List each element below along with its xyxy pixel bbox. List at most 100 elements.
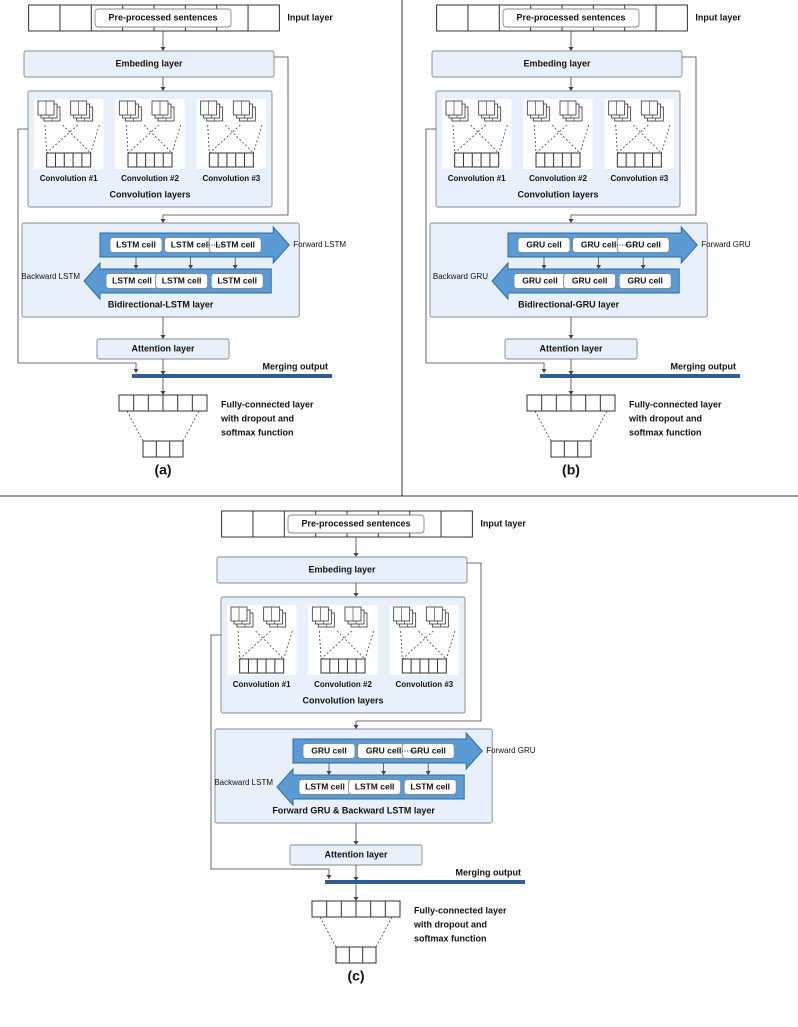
arrowhead: [160, 87, 166, 91]
panel-caption: (b): [562, 462, 580, 478]
fc-fan: [534, 410, 552, 442]
fan-line: [171, 124, 182, 154]
fan-line: [402, 630, 434, 660]
fan-line: [452, 124, 456, 154]
fan-line: [533, 124, 537, 154]
arrowhead: [160, 335, 166, 339]
fan-line: [535, 124, 568, 154]
fc-fan: [590, 410, 608, 442]
convolution-group-3: Convolution #3: [604, 99, 674, 183]
embedding-label: Embeding layer: [308, 564, 376, 574]
filter-stack: [200, 100, 224, 122]
embedding-to-rnn-link: [570, 56, 697, 223]
conv-skip-connection: [17, 128, 137, 373]
merge-label: Merging output: [456, 867, 521, 877]
fan-line: [62, 124, 91, 154]
embedding-label: Embeding layer: [115, 58, 183, 68]
backward-cell: [563, 273, 617, 289]
input-layer-title: Input layer: [480, 518, 526, 528]
fan-line: [143, 124, 173, 154]
fan-line: [498, 124, 508, 154]
feature-map: [208, 152, 254, 168]
forward-cell: [109, 237, 163, 253]
attention-label: Attention layer: [131, 343, 195, 353]
input-label-box: [502, 8, 640, 28]
fc-fan: [319, 916, 337, 948]
convolution-title: Convolution layers: [109, 189, 190, 199]
fc-label-line-2: with dropout and: [628, 413, 702, 423]
arrowhead: [160, 371, 166, 375]
convolution-label-1: Convolution #1: [40, 174, 98, 183]
convolution-group-3: Convolution #3: [196, 99, 266, 183]
input-label: Pre-processed sentences: [108, 12, 217, 22]
attention-label: Attention layer: [324, 849, 388, 859]
input-label-box: [94, 8, 232, 28]
convolution-group-1: Convolution #1: [442, 99, 512, 183]
arrowhead: [353, 897, 359, 901]
filter-stack: [425, 606, 449, 628]
feature-map: [239, 658, 285, 674]
backward-cell-label-2: LSTM cell: [355, 781, 395, 791]
forward-cell-label-3: GRU cell: [625, 239, 660, 249]
backward-cell-label-1: LSTM cell: [305, 781, 345, 791]
convolution-label-2: Convolution #2: [529, 174, 587, 183]
arrowhead: [596, 265, 602, 269]
arrowhead: [568, 391, 574, 395]
convolution-label-1: Convolution #1: [448, 174, 506, 183]
fan-line: [225, 124, 254, 154]
merge-bar: [540, 374, 740, 378]
forward-cell-label-1: GRU cell: [311, 745, 346, 755]
filter-stack: [478, 100, 502, 122]
backward-cell: [155, 273, 209, 289]
arrowhead: [568, 219, 574, 223]
fan-line: [283, 630, 293, 660]
backward-cell-label-2: GRU cell: [572, 275, 607, 285]
input-layer-title: Input layer: [695, 12, 741, 22]
fan-line: [445, 630, 456, 660]
arrowhead: [160, 219, 166, 223]
arrowhead: [568, 371, 574, 375]
arrowhead: [425, 771, 431, 775]
fan-line: [255, 630, 284, 660]
arrowhead: [133, 369, 139, 373]
fc-fan: [182, 410, 200, 442]
forward-cell-label-1: LSTM cell: [116, 239, 156, 249]
fan-line: [209, 124, 241, 154]
arrowhead: [232, 265, 238, 269]
fan-line: [336, 630, 366, 660]
filter-stack: [230, 606, 254, 628]
convolution-group-2: Convolution #2: [308, 605, 378, 689]
fc-layer-output: [550, 440, 592, 458]
fc-layer-output: [142, 440, 184, 458]
forward-cell-label-2: GRU cell: [366, 745, 401, 755]
arrowhead: [133, 265, 139, 269]
filter-stack: [37, 100, 61, 122]
fc-label-line-3: softmax function: [414, 933, 487, 943]
fan-line: [252, 124, 263, 154]
forward-label: Forward GRU: [486, 746, 536, 755]
arrowhead: [326, 875, 332, 879]
embedding-layer: [216, 556, 468, 584]
arrowhead: [353, 877, 359, 881]
panel-caption: (c): [347, 968, 364, 984]
convolution-label-2: Convolution #2: [314, 680, 372, 689]
fc-fan: [375, 916, 393, 948]
fan-line: [320, 630, 353, 660]
conv-skip-connection: [210, 634, 330, 879]
backward-cell-label-2: LSTM cell: [162, 275, 202, 285]
filter-stack: [559, 100, 583, 122]
fan-line: [660, 124, 671, 154]
fan-line: [44, 124, 48, 154]
forward-cell: [517, 237, 571, 253]
backward-cell-label-1: LSTM cell: [112, 275, 152, 285]
convolution-group-1: Convolution #1: [34, 99, 104, 183]
filter-stack: [70, 100, 94, 122]
arrowhead: [353, 593, 359, 597]
backward-cell: [618, 273, 672, 289]
fan-line: [90, 124, 100, 154]
